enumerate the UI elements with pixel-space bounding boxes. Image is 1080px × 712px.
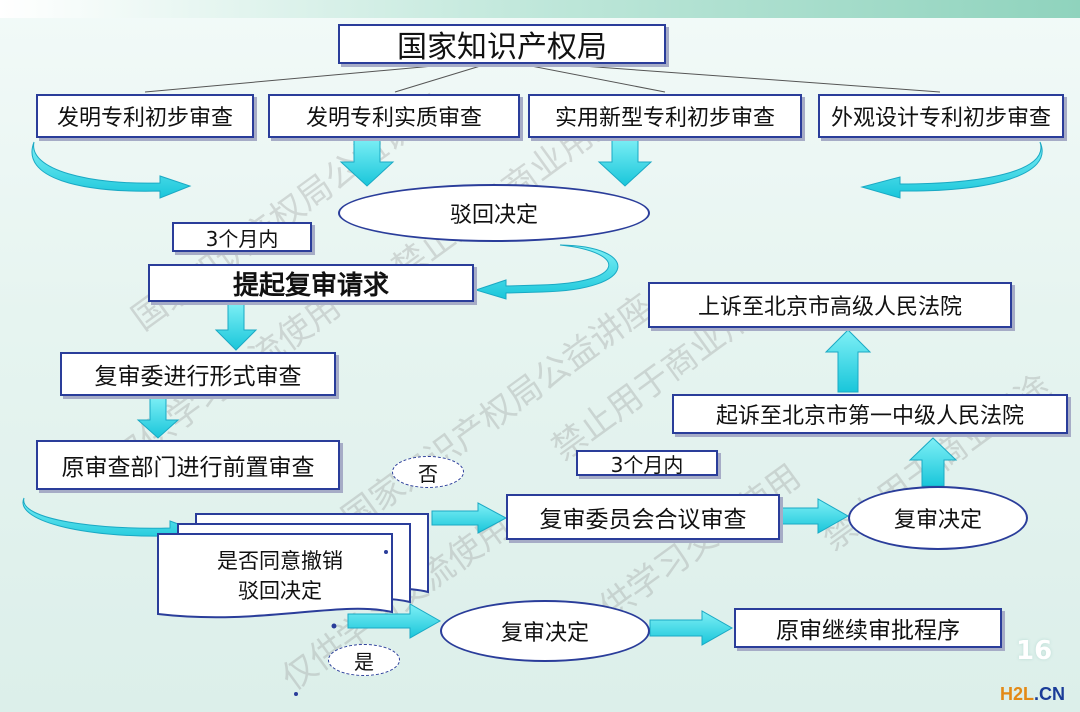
question-line-2: 驳回决定 (238, 579, 322, 603)
arrow-right-yes (347, 603, 442, 639)
review-decision-bottom: 复审决定 (440, 600, 650, 662)
exam-box-design: 外观设计专利初步审查 (818, 94, 1064, 138)
court-intermediate-box: 起诉至北京市第一中级人民法院 (672, 394, 1068, 434)
arrow-down-1 (339, 136, 395, 187)
arrow-up-1 (908, 437, 958, 487)
formal-exam-box: 复审委进行形式审查 (60, 352, 336, 396)
review-decision-right: 复审决定 (848, 486, 1028, 550)
continue-approval-box: 原审继续审批程序 (734, 608, 1002, 648)
question-line-1: 是否同意撤销 (217, 549, 343, 573)
request-review-box: 提起复审请求 (148, 264, 474, 302)
arrow-right-continue (649, 610, 734, 646)
pre-exam-box: 原审查部门进行前置审查 (36, 440, 340, 490)
yes-label: 是 (328, 644, 400, 676)
board-exam-box: 复审委员会合议审查 (506, 494, 780, 540)
logo-cn: .CN (1034, 684, 1066, 704)
exam-box-utility-model: 实用新型专利初步审查 (528, 94, 802, 138)
rejection-decision: 驳回决定 (338, 184, 650, 242)
no-label: 否 (392, 456, 464, 488)
court-high-box: 上诉至北京市高级人民法院 (648, 282, 1012, 328)
arrow-up-2 (824, 329, 872, 393)
arrow-down-2 (597, 136, 653, 187)
arrow-down-3 (214, 301, 258, 351)
period-label-1: 3个月内 (172, 222, 312, 252)
exam-box-invention-substantive: 发明专利实质审查 (268, 94, 520, 138)
title-fan-lines (144, 59, 941, 93)
top-banner (0, 0, 1080, 18)
page-title: 国家知识产权局 (338, 24, 666, 65)
page-number: 16 (1016, 636, 1053, 666)
curved-arrow-to-request (474, 244, 619, 300)
curved-arrow-left (31, 141, 192, 199)
site-logo: H2L.CN (1000, 684, 1065, 705)
period-label-2: 3个月内 (576, 450, 718, 477)
question-text: 是否同意撤销 驳回决定 (170, 546, 390, 606)
arrow-right-board (777, 498, 850, 534)
logo-h2l: H2L (1000, 684, 1035, 704)
document-stack (157, 513, 429, 619)
arrow-down-4 (136, 395, 180, 439)
arrow-right-no (431, 502, 508, 534)
exam-box-invention-preliminary: 发明专利初步审查 (36, 94, 254, 138)
curved-arrow-right (860, 141, 1043, 199)
